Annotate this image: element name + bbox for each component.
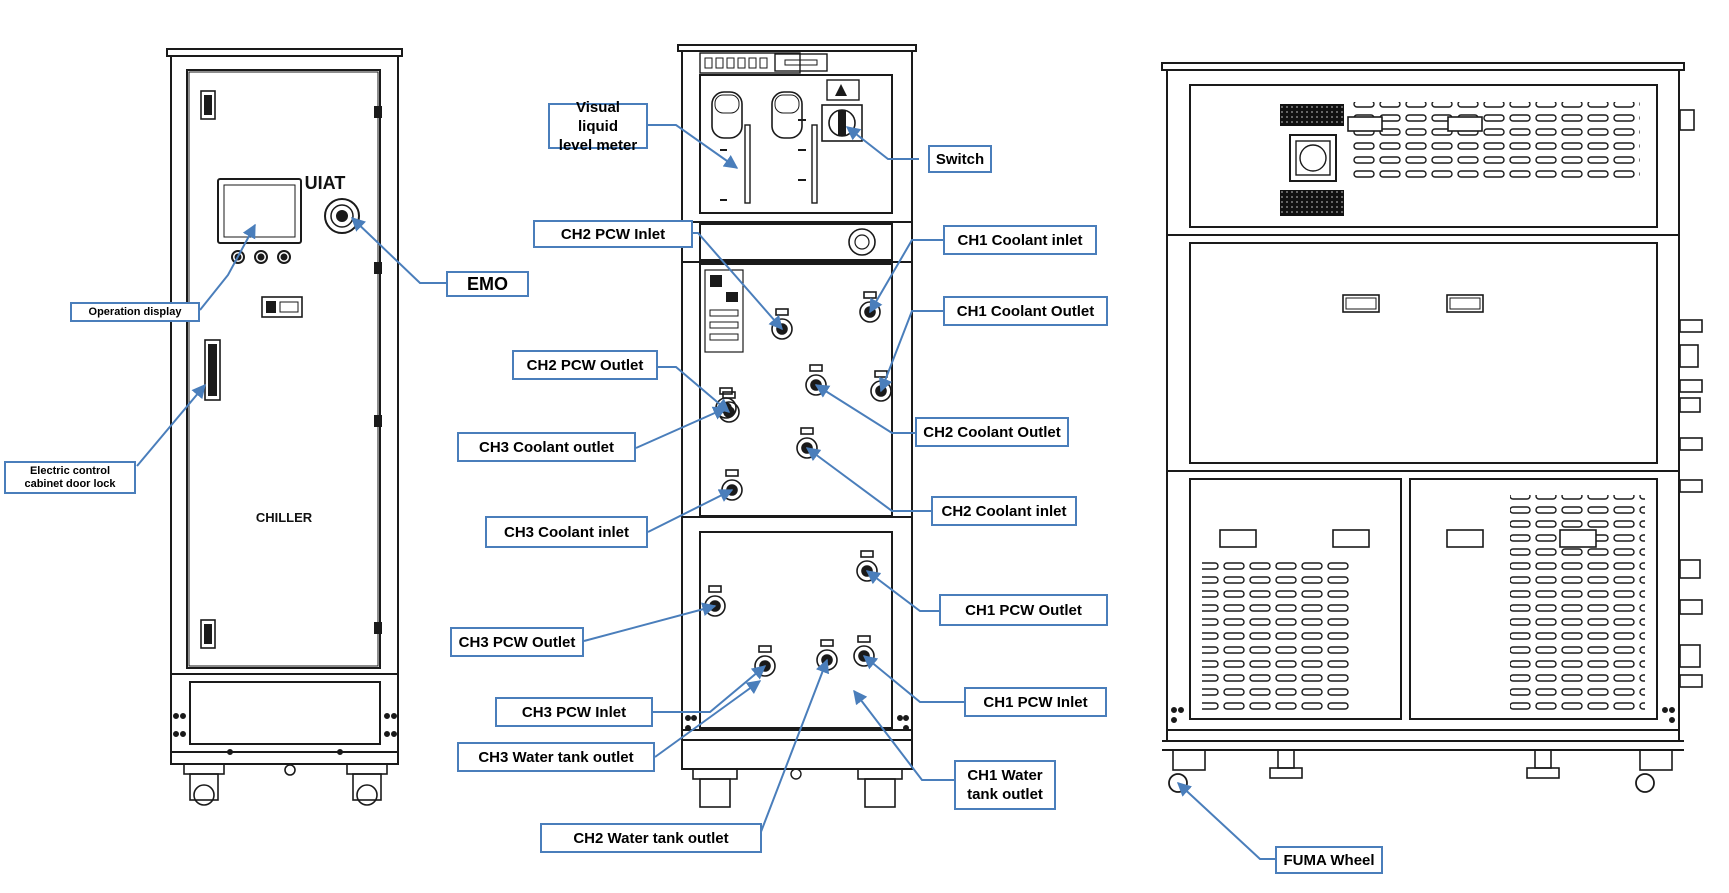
callout-ch1-water-tank-outlet-line2: tank outlet <box>967 786 1043 803</box>
port-connector <box>816 639 838 671</box>
callout-level-meter-line1: Visual liquid <box>576 98 620 135</box>
callout-ch1-pcw-outlet: CH1 PCW Outlet <box>939 594 1108 626</box>
callout-ch2-pcw-inlet: CH2 PCW Inlet <box>533 220 693 248</box>
upper-vent-panel <box>1189 84 1658 228</box>
callout-ch1-coolant-outlet: CH1 Coolant Outlet <box>943 296 1108 326</box>
callout-ch1-pcw-inlet: CH1 PCW Inlet <box>964 687 1107 717</box>
callout-ch3-pcw-outlet: CH3 PCW Outlet <box>450 627 584 657</box>
front-frame <box>170 48 399 765</box>
side-view <box>1161 62 1703 793</box>
door-lock-shape <box>204 339 221 401</box>
operation-display-screen <box>217 178 302 244</box>
port-view <box>677 44 917 808</box>
port-connector <box>721 469 743 501</box>
brand-logo: UIAT <box>305 173 346 193</box>
port-connector <box>859 291 881 323</box>
middle-panel <box>1189 242 1658 464</box>
port-connector <box>704 585 726 617</box>
callout-ch3-coolant-outlet: CH3 Coolant outlet <box>457 432 636 462</box>
front-door <box>186 69 381 669</box>
port-connectors <box>704 291 892 677</box>
lower-left-panel <box>1189 478 1402 720</box>
front-top-cap <box>166 48 403 57</box>
callout-ch1-coolant-inlet: CH1 Coolant inlet <box>943 225 1097 255</box>
front-view <box>166 48 403 806</box>
leader-lines <box>136 124 1275 860</box>
callout-ch3-water-tank-outlet: CH3 Water tank outlet <box>457 742 655 772</box>
front-bottom-panel <box>189 681 381 745</box>
callout-ch2-coolant-inlet: CH2 Coolant inlet <box>931 496 1077 526</box>
lower-right-panel <box>1409 478 1658 720</box>
callout-ch2-pcw-outlet: CH2 PCW Outlet <box>512 350 658 380</box>
callout-emo: EMO <box>446 271 529 297</box>
callout-door-lock: Electric control cabinet door lock <box>4 461 136 494</box>
callout-ch2-coolant-outlet: CH2 Coolant Outlet <box>915 417 1069 447</box>
callout-ch2-water-tank-outlet: CH2 Water tank outlet <box>540 823 762 853</box>
callout-switch: Switch <box>928 145 992 173</box>
callout-ch1-water-tank-outlet: CH1 Water tank outlet <box>954 760 1056 810</box>
model-label: CHILLER <box>256 510 313 525</box>
callout-ch3-coolant-inlet: CH3 Coolant inlet <box>485 516 648 548</box>
port-connector <box>771 308 793 340</box>
pcw-section <box>699 531 893 729</box>
callout-level-meter: Visual liquid level meter <box>548 99 648 154</box>
callout-fuma-wheel: FUMA Wheel <box>1275 846 1383 874</box>
callout-level-meter-line2: level meter <box>558 136 638 154</box>
callout-ch1-water-tank-outlet-line1: CH1 Water <box>967 767 1043 784</box>
emo-button-shape <box>324 198 360 234</box>
callout-door-lock-line1: Electric control <box>29 464 111 477</box>
callout-operation-display: Operation display <box>70 302 200 322</box>
callout-ch3-pcw-inlet: CH3 PCW Inlet <box>495 697 653 727</box>
top-section <box>699 74 893 214</box>
callout-door-lock-line2: cabinet door lock <box>24 477 116 490</box>
